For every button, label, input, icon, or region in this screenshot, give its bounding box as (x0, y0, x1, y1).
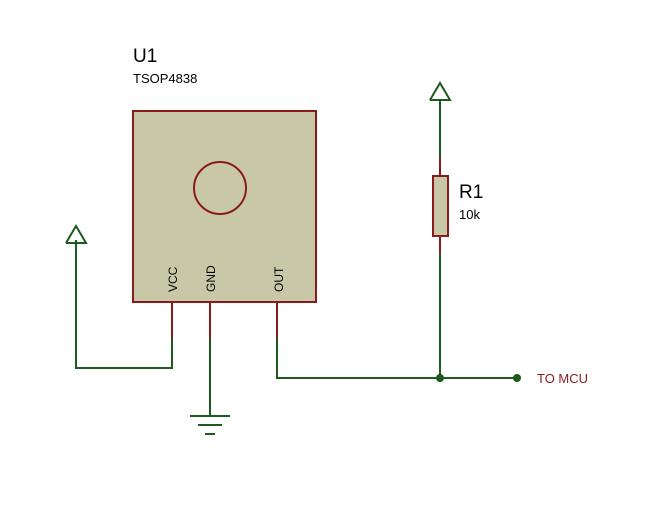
u1-part-label: TSOP4838 (133, 71, 197, 86)
u1-pin-out-label: OUT (272, 266, 286, 292)
r1-value-label: 10k (459, 207, 480, 222)
u1-sensor-lens (193, 161, 247, 215)
net-terminal-dot[interactable] (513, 374, 521, 382)
net-label-to-mcu: TO MCU (537, 371, 588, 386)
u1-pin-vcc-label: VCC (166, 266, 180, 292)
u1-body[interactable] (132, 110, 317, 303)
u1-reference-label: U1 (133, 46, 157, 67)
wire-out[interactable] (276, 338, 517, 379)
u1-pin-gnd-label: GND (204, 265, 218, 292)
r1-reference-label: R1 (459, 182, 483, 203)
wire-vcc[interactable] (75, 240, 173, 369)
r1-body[interactable] (432, 175, 449, 237)
power-arrow-icon-r1 (429, 81, 452, 101)
power-arrow-icon-u1 (65, 224, 88, 244)
